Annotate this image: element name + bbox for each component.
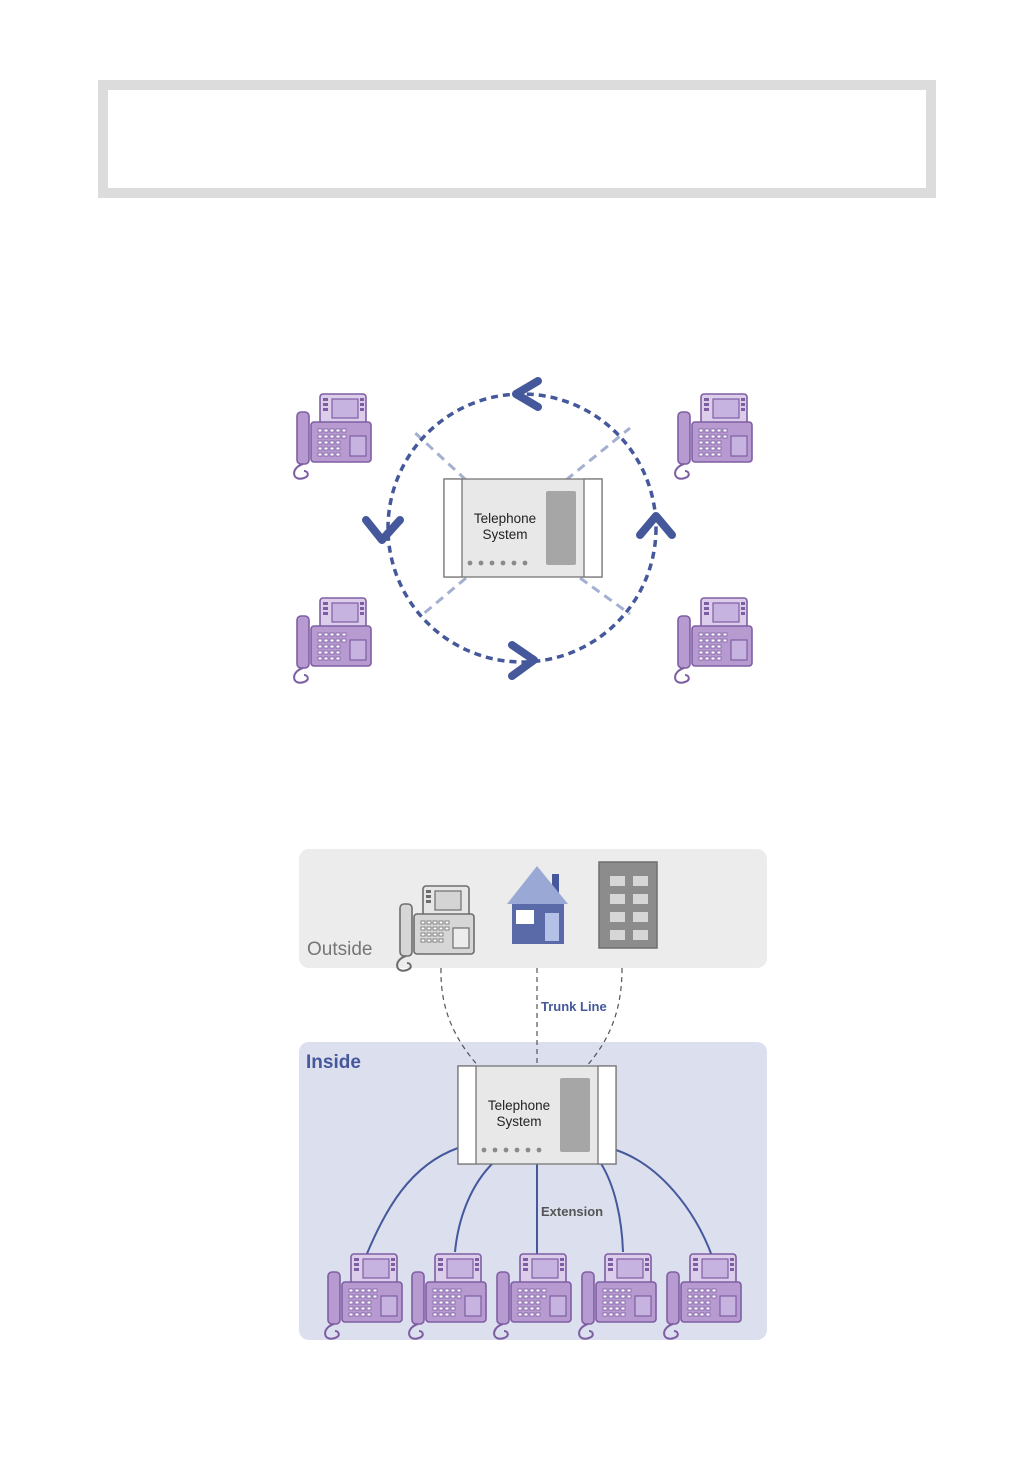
telephone-icon bbox=[293, 393, 372, 480]
title-frame bbox=[98, 80, 936, 198]
arrow-down-icon bbox=[362, 516, 404, 544]
extension-lines bbox=[365, 1147, 713, 1257]
inside-label: Inside bbox=[306, 1052, 361, 1073]
house-icon bbox=[507, 866, 568, 944]
trunk-line-label: Trunk Line bbox=[541, 999, 607, 1014]
extension-label: Extension bbox=[541, 1204, 603, 1219]
telephone-system-box: Telephone System bbox=[443, 478, 603, 578]
trunk-lines bbox=[440, 967, 623, 1069]
arrow-left-icon bbox=[512, 377, 542, 411]
system-label-line2: System bbox=[496, 1114, 541, 1129]
title-box bbox=[108, 90, 926, 188]
system-label-line1: Telephone bbox=[474, 511, 536, 526]
office-building-icon bbox=[598, 861, 658, 949]
arrow-up-icon bbox=[636, 512, 676, 539]
arrow-right-icon bbox=[508, 641, 538, 680]
telephone-system-box: Telephone System bbox=[457, 1065, 617, 1165]
diagram-outside-inside: Outside Inside bbox=[299, 849, 767, 1340]
telephone-icon bbox=[674, 393, 753, 480]
outside-label: Outside bbox=[307, 939, 372, 960]
diagram-circular-call: Telephone System bbox=[293, 377, 753, 684]
telephone-icon bbox=[293, 597, 372, 684]
system-label-line2: System bbox=[482, 527, 527, 542]
telephone-icon bbox=[674, 597, 753, 684]
system-label-line1: Telephone bbox=[488, 1098, 550, 1113]
